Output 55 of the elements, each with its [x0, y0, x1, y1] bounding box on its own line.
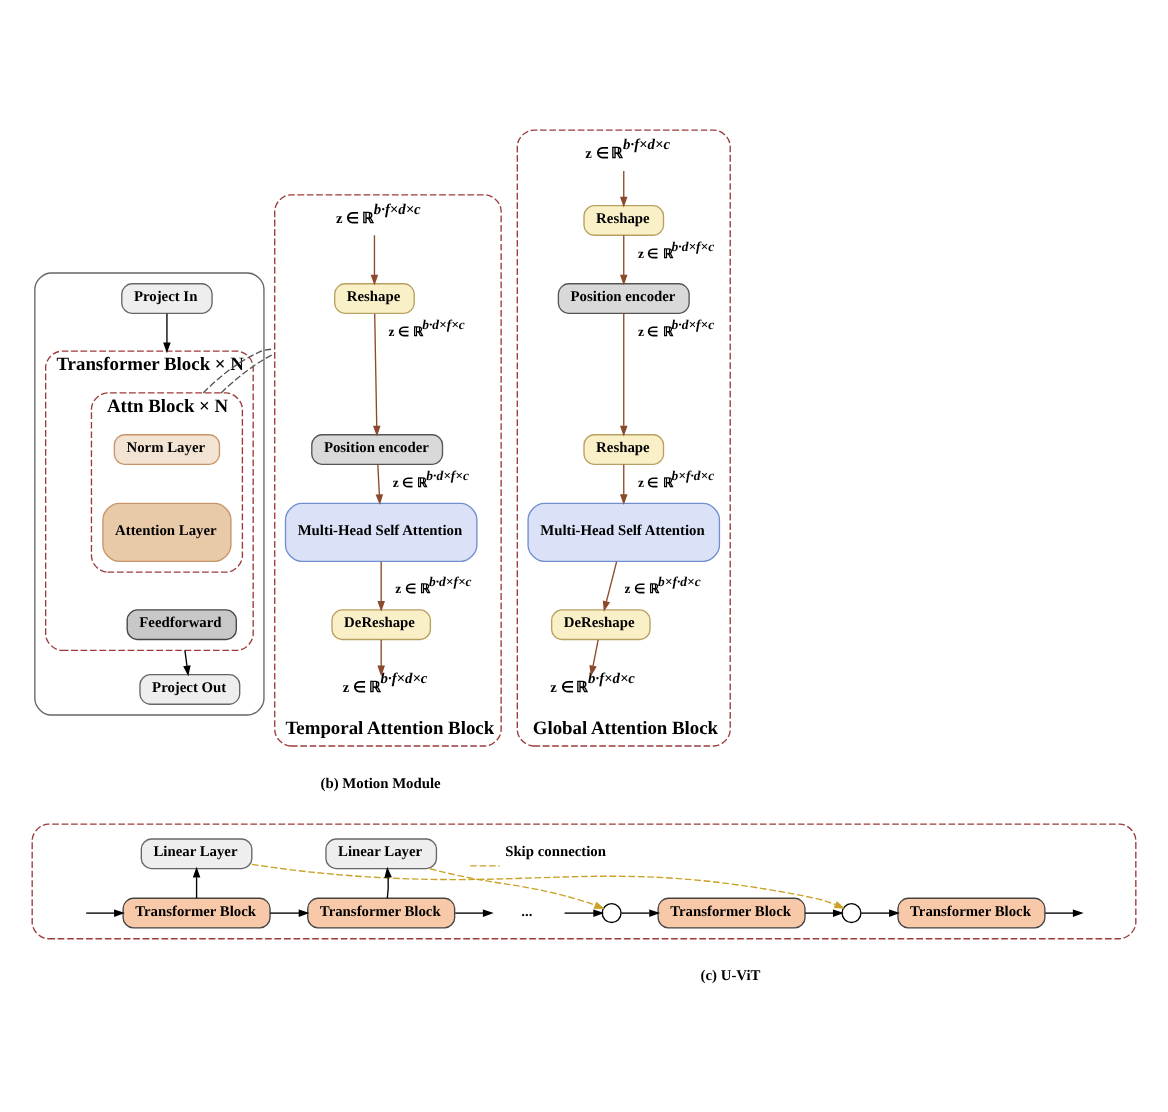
node-box: Reshape — [583, 434, 665, 466]
label: (c) U-ViT — [700, 966, 761, 985]
node-box: Attention Layer — [102, 502, 232, 563]
arrow — [183, 649, 191, 677]
node-circle — [841, 903, 862, 924]
node-box: Linear Layer — [325, 838, 438, 870]
node-box: Position encoder — [311, 434, 444, 466]
arrow — [85, 909, 125, 917]
arrow — [589, 639, 599, 677]
node-box: Linear Layer — [140, 838, 253, 870]
legend-label: Skip connection — [505, 842, 607, 861]
node-box: DeReshape — [551, 609, 651, 641]
node-box: Norm Layer — [113, 434, 221, 466]
arrow — [1044, 909, 1084, 917]
arrow — [372, 312, 381, 437]
arrow — [454, 909, 494, 917]
arrow — [377, 639, 385, 677]
label: (b) Motion Module — [320, 773, 441, 792]
node-box: Multi-Head Self Attention — [284, 502, 478, 563]
connector — [202, 348, 276, 394]
arrow — [620, 909, 661, 917]
node-box: DeReshape — [331, 609, 432, 641]
arrow — [163, 312, 171, 354]
arrow — [602, 560, 618, 612]
arrow — [804, 909, 844, 917]
cluster — [31, 823, 1137, 940]
node-box: Position encoder — [557, 283, 690, 315]
node-box: Transformer Block — [122, 897, 271, 929]
node-box: Feedforward — [126, 609, 237, 641]
node-box: Reshape — [583, 204, 665, 236]
arrow — [563, 909, 605, 917]
node-box: Transformer Block — [307, 897, 456, 929]
node-box: Transformer Block — [657, 897, 806, 929]
arrow — [370, 234, 379, 286]
node-circle — [601, 903, 622, 924]
arrow — [619, 463, 628, 506]
node-box: Multi-Head Self Attention — [527, 502, 721, 563]
arrow — [619, 170, 628, 208]
connector — [220, 352, 276, 394]
arrow — [429, 868, 605, 909]
node-text: ... — [521, 901, 533, 920]
cluster — [34, 272, 265, 716]
node-box: Project Out — [139, 673, 241, 705]
arrow — [384, 866, 392, 899]
arrow — [619, 234, 628, 286]
arrow — [619, 312, 628, 437]
arrow — [269, 909, 310, 917]
node-box: Reshape — [334, 283, 415, 315]
arrow — [860, 909, 900, 917]
arrow — [375, 463, 384, 506]
arrow — [251, 863, 846, 909]
node-box: Project In — [121, 283, 213, 315]
arrow — [192, 866, 201, 899]
arrow — [377, 560, 385, 612]
node-box: Transformer Block — [897, 897, 1046, 929]
